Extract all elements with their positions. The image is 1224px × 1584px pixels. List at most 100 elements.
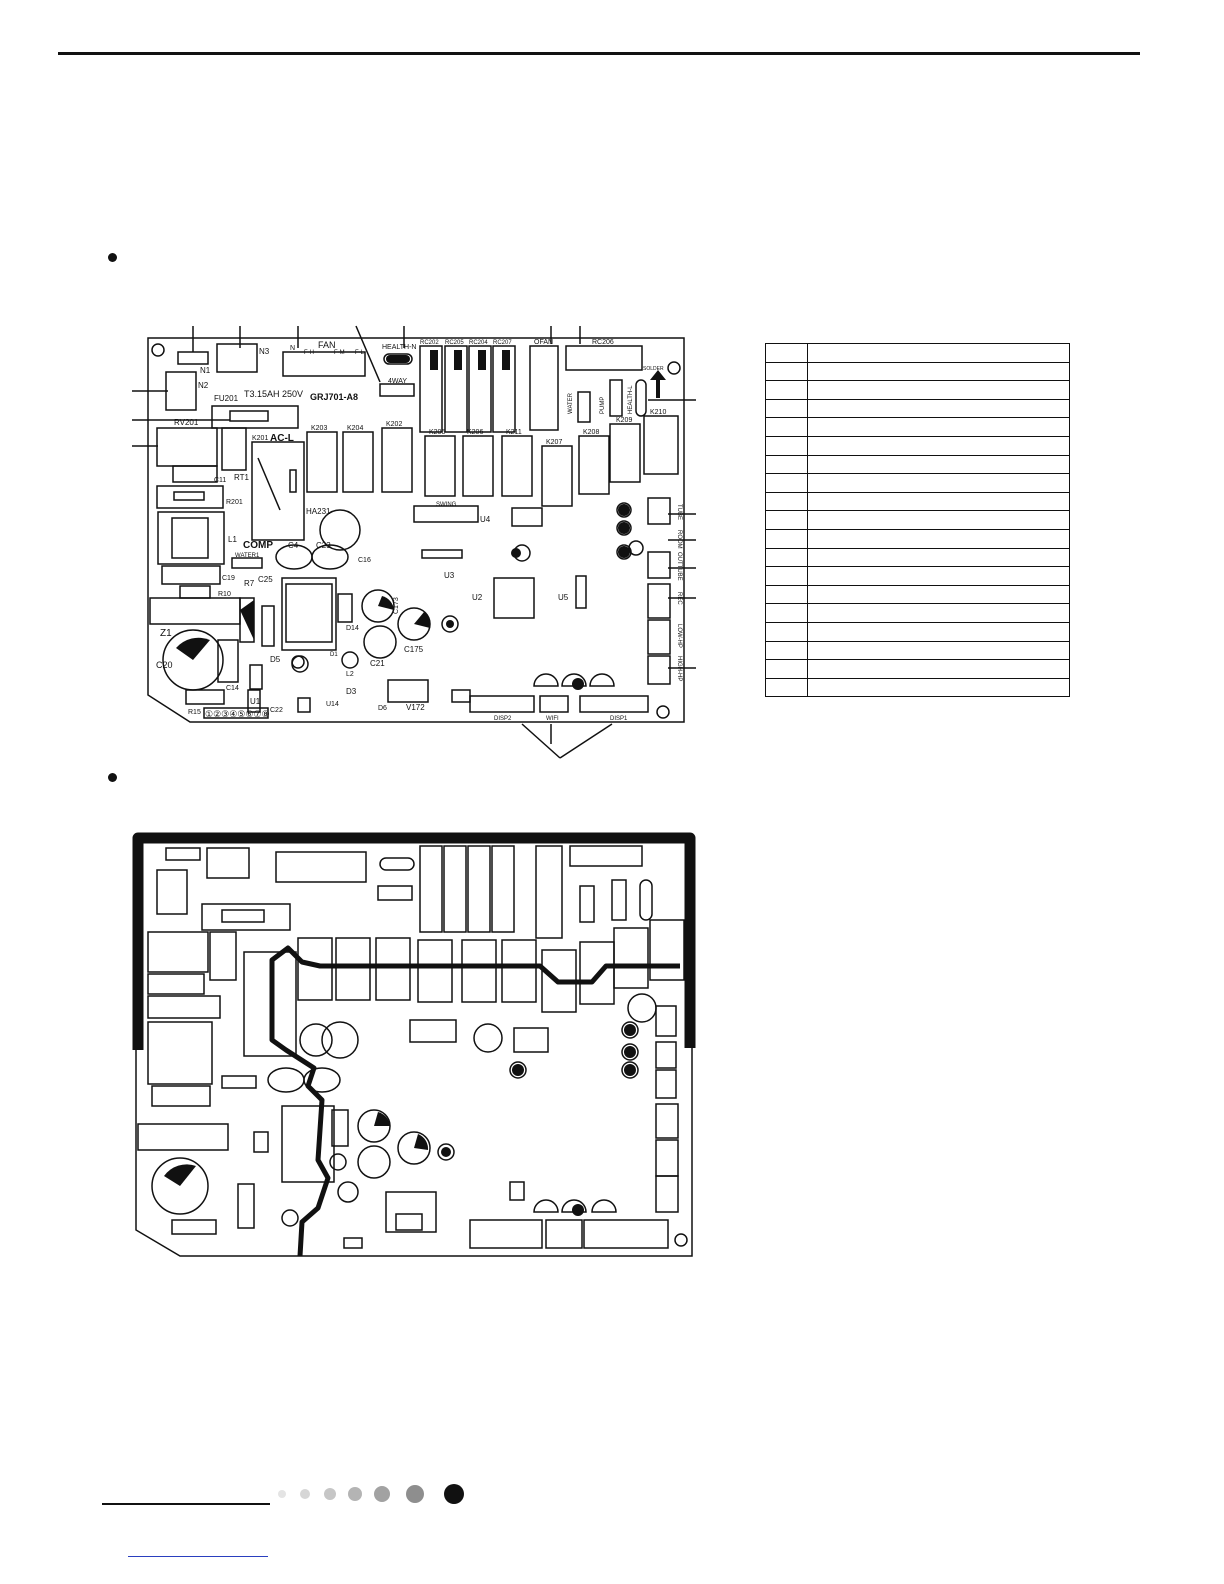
label-k209: K209 xyxy=(616,417,632,424)
legend-row xyxy=(765,677,1070,698)
label-u4: U4 xyxy=(480,515,491,524)
legend-description-cell xyxy=(807,528,1070,549)
page-dot xyxy=(406,1485,424,1503)
legend-row xyxy=(765,454,1070,475)
legend-description-cell xyxy=(807,380,1070,400)
label-r201: R201 xyxy=(226,499,243,506)
label-health-n: HEALTH-N xyxy=(382,344,416,351)
label-rc206: RC206 xyxy=(592,339,614,346)
legend-description-cell xyxy=(807,361,1070,382)
legend-row xyxy=(765,510,1070,530)
label-k206: K206 xyxy=(467,429,483,436)
label-k207: K207 xyxy=(546,439,562,446)
label-tube: TUBE xyxy=(676,504,682,520)
legend-number-cell xyxy=(765,417,808,437)
label-c11: C11 xyxy=(214,477,226,484)
legend-row xyxy=(765,603,1070,623)
pcb-component-layout-diagram: N1 N3 N2 FU201 T3.15AH 250V RV201 RT1 C1… xyxy=(132,325,696,759)
header-rule xyxy=(58,52,1140,55)
legend-description-cell xyxy=(807,454,1070,475)
label-c173: C173 xyxy=(393,597,400,614)
label-fan: FAN xyxy=(318,340,336,350)
legend-number-cell xyxy=(765,380,808,400)
page-dot xyxy=(300,1489,310,1499)
legend-number-cell xyxy=(765,547,808,568)
label-water: WATER xyxy=(568,392,574,414)
legend-row xyxy=(765,398,1070,419)
label-fu201: FU201 xyxy=(214,394,239,403)
legend-description-cell xyxy=(807,584,1070,605)
label-l2: L2 xyxy=(346,671,354,678)
label-k204: K204 xyxy=(347,425,363,432)
legend-description-cell xyxy=(807,621,1070,642)
label-rc204: RC204 xyxy=(469,340,488,346)
legend-number-cell xyxy=(765,343,808,363)
fuse-rating: T3.15AH 250V xyxy=(244,389,303,399)
label-fan-l: F-L xyxy=(355,350,365,356)
label-swing: SWING xyxy=(436,502,457,508)
footer-rule xyxy=(102,1503,270,1505)
label-k205: K205 xyxy=(429,429,445,436)
legend-description-cell xyxy=(807,566,1070,586)
label-k202: K202 xyxy=(386,421,402,428)
page-dot xyxy=(324,1488,336,1500)
legend-number-cell xyxy=(765,640,808,661)
legend-number-cell xyxy=(765,677,808,698)
label-r7: R7 xyxy=(244,579,255,588)
board-model-label: GRJ701-A8 xyxy=(310,392,358,402)
legend-description-cell xyxy=(807,510,1070,530)
page-dot-current xyxy=(444,1484,464,1504)
label-c175: C175 xyxy=(404,645,424,654)
label-c19: C19 xyxy=(222,575,235,582)
label-c25: C25 xyxy=(258,575,273,584)
legend-number-cell xyxy=(765,510,808,530)
label-d6: D6 xyxy=(378,705,387,712)
legend-number-cell xyxy=(765,398,808,419)
legend-number-cell xyxy=(765,621,808,642)
pcb-high-voltage-diagram xyxy=(132,832,696,1257)
label-k208: K208 xyxy=(583,429,599,436)
pcb-outline-bottom xyxy=(135,835,693,1257)
legend-description-cell xyxy=(807,343,1070,363)
label-d1: D1 xyxy=(330,652,338,658)
label-c21: C21 xyxy=(370,659,385,668)
legend-number-cell xyxy=(765,361,808,382)
label-rc202: RC202 xyxy=(420,340,439,346)
bullet-point-2 xyxy=(108,773,117,782)
label-rv201: RV201 xyxy=(174,418,199,427)
legend-number-cell xyxy=(765,473,808,493)
legend-number-cell xyxy=(765,491,808,512)
label-d14: D14 xyxy=(346,625,359,632)
legend-row xyxy=(765,659,1070,679)
legend-description-cell xyxy=(807,417,1070,437)
label-comp: COMP xyxy=(243,540,273,551)
label-ofan: OFAN xyxy=(534,339,553,346)
label-d3: D3 xyxy=(346,687,357,696)
label-ha231: HA231 xyxy=(306,507,331,516)
label-u5: U5 xyxy=(558,593,569,602)
legend-row xyxy=(765,435,1070,456)
legend-number-cell xyxy=(765,435,808,456)
legend-row xyxy=(765,621,1070,642)
label-r10: R10 xyxy=(218,591,231,598)
label-z1: Z1 xyxy=(160,628,172,639)
legend-description-cell xyxy=(807,435,1070,456)
label-c14: C14 xyxy=(226,685,239,692)
legend-row xyxy=(765,491,1070,512)
legend-number-cell xyxy=(765,659,808,679)
legend-row xyxy=(765,547,1070,568)
legend-row xyxy=(765,473,1070,493)
label-n2: N2 xyxy=(198,381,209,390)
legend-description-cell xyxy=(807,640,1070,661)
label-n3: N3 xyxy=(259,347,270,356)
label-low-hp: LOW-HP xyxy=(676,624,682,648)
legend-row xyxy=(765,566,1070,586)
label-disp2: DISP2 xyxy=(494,716,512,722)
footer-link-underline[interactable] xyxy=(128,1556,268,1557)
legend-description-cell xyxy=(807,603,1070,623)
label-room: ROOM xyxy=(676,530,682,549)
label-wifi: WIFI xyxy=(546,716,559,722)
legend-description-cell xyxy=(807,398,1070,419)
label-fan-h: F-H xyxy=(304,350,314,356)
pcb-outline xyxy=(147,337,685,723)
